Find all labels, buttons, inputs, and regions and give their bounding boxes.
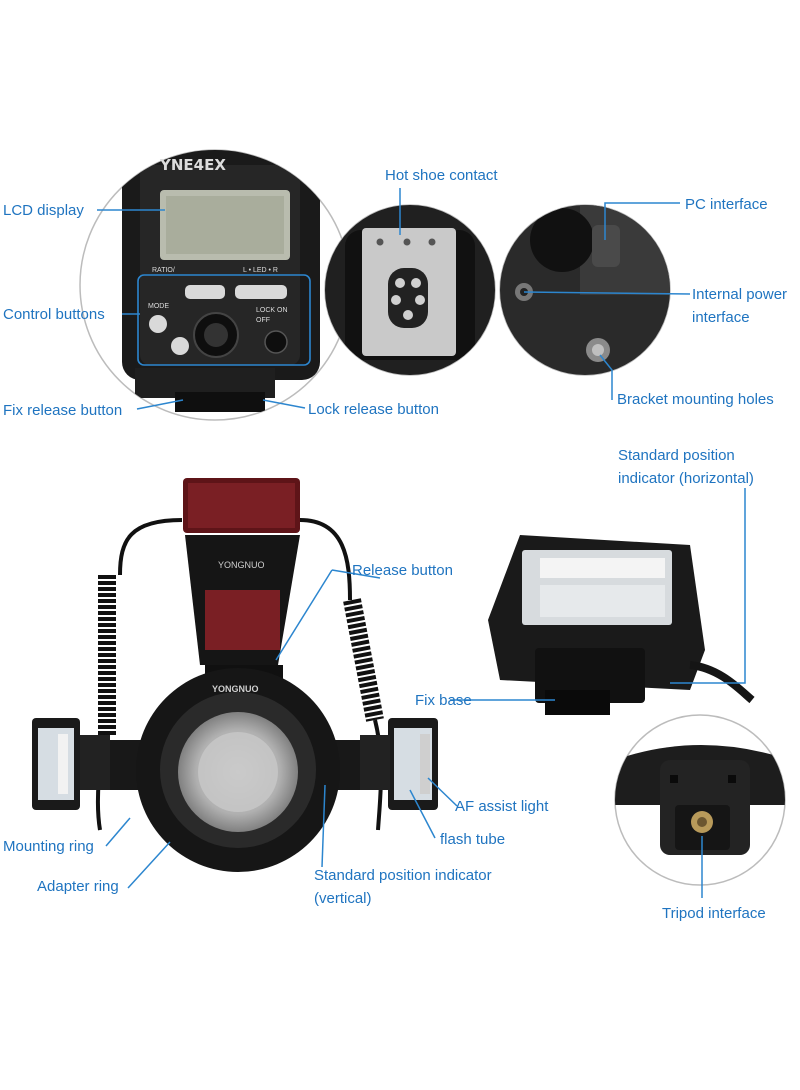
mode-button <box>149 315 167 333</box>
callout-standard-position-vertical-2: (vertical) <box>314 890 372 907</box>
callout-standard-position-vertical-1: Standard position indicator <box>314 867 492 884</box>
off-label: OFF <box>256 317 270 324</box>
leader-lines <box>97 188 746 898</box>
right-coil-cord <box>343 598 384 722</box>
callout-mounting-ring: Mounting ring <box>3 838 94 855</box>
callout-af-assist-light: AF assist light <box>455 798 549 815</box>
pc-port <box>592 225 620 267</box>
callout-pc-interface: PC interface <box>685 196 768 213</box>
led-label: L • LED • R <box>243 267 278 274</box>
callout-tripod-interface: Tripod interface <box>662 905 766 922</box>
fix-base-block <box>535 648 645 703</box>
controller-closeup <box>79 149 351 421</box>
callout-standard-position-horizontal-2: indicator (horizontal) <box>618 470 754 487</box>
af-assist-lamp <box>420 734 430 794</box>
port-cap <box>530 208 594 272</box>
ring-brand-mark: YONGNUO <box>212 684 259 694</box>
callout-internal-power-2: interface <box>692 309 750 326</box>
lock-switch <box>264 330 288 354</box>
twin-flash-system <box>32 478 438 872</box>
callout-lock-release-button: Lock release button <box>308 401 439 418</box>
body-brand-mark: YONGNUO <box>218 560 265 570</box>
callout-release-button: Release button <box>352 562 453 579</box>
callout-fix-base: Fix base <box>415 692 472 709</box>
hot-shoe-closeup <box>324 204 496 376</box>
callout-control-buttons: Control buttons <box>3 306 105 323</box>
callout-bracket-mounting-holes: Bracket mounting holes <box>617 391 774 408</box>
test-button <box>171 337 189 355</box>
ratio-label: RATIO/ <box>152 267 175 274</box>
mode-label: MODE <box>148 303 169 310</box>
callout-internal-power-1: Internal power <box>692 286 788 303</box>
flash-head-closeup <box>488 535 755 715</box>
callout-flash-tube: flash tube <box>440 831 506 848</box>
controller-red-panel <box>205 590 280 650</box>
model-mark: YNE4EX <box>160 156 226 174</box>
lock-label: LOCK ON <box>256 307 288 314</box>
led-button <box>235 285 287 299</box>
callout-standard-position-horizontal-1: Standard position <box>618 447 735 464</box>
control-buttons-frame <box>137 274 311 366</box>
tripod-base-closeup <box>614 714 786 886</box>
callout-lcd-display: LCD display <box>3 202 84 219</box>
callout-fix-release-button: Fix release button <box>3 402 123 419</box>
callout-adapter-ring: Adapter ring <box>37 878 119 895</box>
ports-closeup <box>499 204 671 376</box>
callout-hot-shoe-contact: Hot shoe contact <box>385 167 498 184</box>
ratio-button <box>185 285 225 299</box>
